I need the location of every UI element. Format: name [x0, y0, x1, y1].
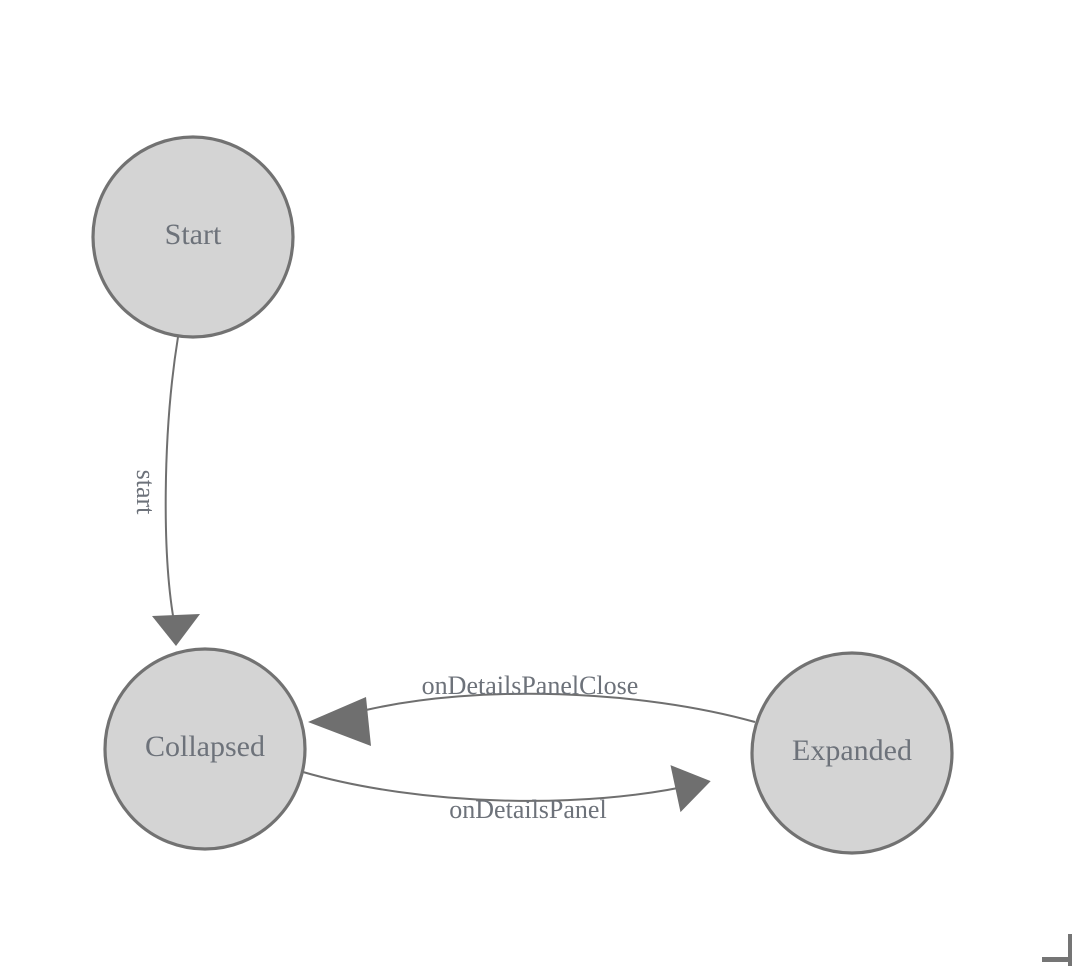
- edge-path-expanded-to-collapsed: [365, 692, 756, 723]
- state-node-expanded[interactable]: Expanded: [750, 651, 954, 855]
- edge-path-start-to-collapsed: [164, 336, 179, 633]
- state-node-start-circle: [91, 135, 295, 339]
- state-node-collapsed[interactable]: Collapsed: [103, 647, 307, 851]
- edge-collapsed-to-expanded[interactable]: onDetailsPanel: [302, 765, 711, 824]
- state-node-expanded-label: Expanded: [792, 734, 912, 767]
- corner-mark-horizontal-bar: [1042, 957, 1072, 962]
- arrowhead-start-to-collapsed: [152, 614, 200, 646]
- edge-expanded-to-collapsed[interactable]: onDetailsPanelClose: [308, 671, 756, 746]
- state-node-start-label: Start: [165, 218, 222, 251]
- edge-label-start: start: [131, 470, 160, 516]
- state-node-collapsed-label: Collapsed: [145, 730, 265, 763]
- arrowhead-collapsed-to-expanded: [670, 765, 711, 813]
- corner-mark-vertical-bar: [1068, 934, 1072, 966]
- edge-start-to-collapsed[interactable]: start: [131, 336, 200, 646]
- state-node-start[interactable]: Start: [91, 135, 295, 339]
- arrowhead-expanded-to-collapsed: [308, 697, 371, 746]
- corner-resize-mark[interactable]: [1042, 934, 1072, 966]
- edge-label-on-details-panel: onDetailsPanel: [449, 795, 606, 824]
- state-node-collapsed-circle: [103, 647, 307, 851]
- edge-label-on-details-panel-close: onDetailsPanelClose: [422, 671, 639, 700]
- edge-path-collapsed-to-expanded: [302, 771, 698, 802]
- state-node-expanded-circle: [750, 651, 954, 855]
